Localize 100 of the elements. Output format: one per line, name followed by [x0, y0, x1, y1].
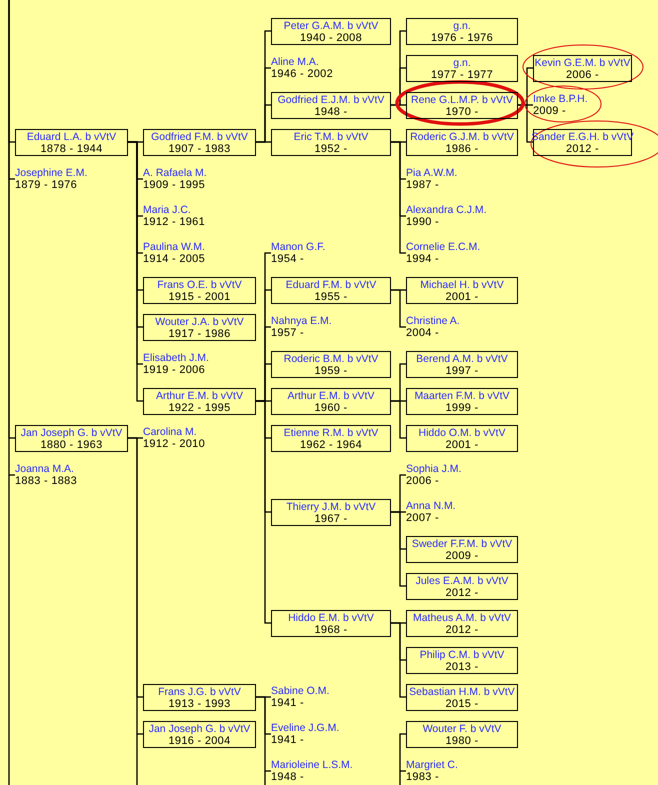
life-dates: 2012 - [446, 624, 478, 636]
person-box [533, 55, 632, 82]
person-name: Berend A.M. b vVtV [416, 352, 508, 364]
person-name: Carolina M. [143, 426, 197, 438]
life-dates: 2012 - [566, 142, 599, 154]
life-dates: 2012 - [446, 586, 478, 598]
life-dates: 1919 - 2006 [143, 364, 206, 376]
person-name: Hiddo O.M. b vVtV [418, 426, 506, 438]
life-dates: 1879 - 1976 [15, 179, 78, 191]
person-box [271, 388, 391, 415]
life-dates: 1880 - 1963 [40, 438, 103, 450]
life-dates: 2009 - [446, 550, 478, 562]
person-box [15, 129, 128, 156]
life-dates: 1959 - [314, 364, 348, 376]
life-dates: 1917 - 1986 [168, 328, 231, 340]
person-box [406, 536, 518, 563]
person-box [143, 314, 256, 341]
tree-connector [391, 289, 406, 328]
person-box [406, 18, 518, 45]
person-box [143, 129, 256, 156]
tree-connector [391, 622, 406, 698]
person-name: Eduard F.M. b vVtV [286, 278, 376, 290]
person-box [271, 92, 391, 119]
person-name: Sebastian H.M. b vVtV [409, 686, 515, 698]
person-name: A. Rafaela M. [143, 167, 207, 179]
person-name: Sabine O.M. [271, 685, 330, 697]
person-name: Wouter J.A. b vVtV [155, 316, 244, 328]
person-name: Hiddo E.M. b vVtV [288, 612, 374, 624]
person-name: Sweder F.F.M. b vVtV [412, 538, 512, 550]
life-dates: 1986 - [446, 142, 478, 154]
life-dates: 1948 - [314, 106, 348, 118]
person-box [271, 129, 391, 156]
person-name: Jules E.A.M. b vVtV [416, 574, 508, 586]
life-dates: 2006 - [566, 68, 599, 80]
life-dates: 1907 - 1983 [168, 142, 231, 154]
person-box [406, 425, 518, 452]
life-dates: 1941 - [271, 734, 304, 746]
life-dates: 1915 - 2001 [168, 290, 231, 302]
person-box [406, 92, 518, 119]
person-box [271, 18, 391, 45]
person-box [143, 388, 256, 415]
person-name: Alexandra C.J.M. [406, 204, 487, 216]
person-box [406, 684, 518, 711]
tree-connector [399, 733, 406, 772]
person-name: Sophia J.M. [406, 463, 462, 475]
person-name: Eveline J.G.M. [271, 722, 340, 734]
person-name: Maarten F.M. b vVtV [414, 390, 510, 402]
life-dates: 1962 - 1964 [300, 438, 362, 450]
tree-connector [391, 400, 406, 439]
person-name: Josephine E.M. [15, 167, 88, 179]
person-name: Aline M.A. [271, 56, 319, 68]
person-name: Jan Joseph G. b vVtV [20, 426, 122, 438]
person-name: Christine A. [406, 315, 460, 327]
tree-connector [256, 400, 271, 624]
person-box [406, 610, 518, 637]
person-name: Imke B.P.H. [533, 93, 588, 105]
person-box [406, 388, 518, 415]
life-dates: 2001 - [446, 438, 478, 450]
life-dates: 1976 - 1976 [430, 32, 494, 44]
person-name: Michael H. b vVtV [420, 278, 504, 290]
life-dates: 2006 - [406, 475, 439, 487]
person-name: Eric T.M. b vVtV [294, 130, 368, 142]
person-name: Etienne R.M. b vVtV [284, 426, 378, 438]
life-dates: 1987 - [406, 179, 439, 191]
tree-connector [256, 141, 271, 143]
person-name: Margriet C. [406, 759, 458, 771]
life-dates: 2013 - [446, 660, 478, 672]
person-name: Rene G.L.M.P. b vVtV [411, 94, 513, 106]
life-dates: 1914 - 2005 [143, 253, 206, 265]
person-name: Roderic B.M. b vVtV [284, 352, 378, 364]
life-dates: 1952 - [314, 142, 348, 154]
life-dates: 1912 - 2010 [143, 438, 206, 450]
person-box [143, 684, 256, 711]
person-box [143, 277, 256, 304]
person-name: Anna N.M. [406, 500, 456, 512]
life-dates: 1948 - [271, 771, 304, 783]
person-box [271, 277, 391, 304]
person-name: Arthur E.M. b vVtV [288, 390, 374, 402]
person-name: Philip C.M. b vVtV [420, 648, 504, 660]
person-box [406, 647, 518, 674]
life-dates: 2015 - [446, 698, 478, 710]
person-name: Godfried E.J.M. b vVtV [278, 94, 384, 106]
person-box [271, 425, 391, 452]
life-dates: 1940 - 2008 [300, 32, 362, 44]
tree-connector [391, 141, 406, 254]
person-name: Godfried F.M. b vVtV [151, 130, 248, 142]
life-dates: 1970 - [446, 106, 478, 118]
life-dates: 1916 - 2004 [168, 734, 231, 746]
person-name: Kevin G.E.M. b vVtV [534, 56, 630, 68]
person-box [406, 573, 518, 600]
person-name: Manon G.F. [271, 241, 326, 253]
life-dates: 1913 - 1993 [168, 698, 231, 710]
person-name: Wouter F. b vVtV [422, 722, 502, 734]
life-dates: 1957 - [271, 327, 304, 339]
life-dates: 2004 - [406, 327, 439, 339]
person-name: Maria J.C. [143, 204, 191, 216]
life-dates: 2001 - [446, 290, 478, 302]
person-box [271, 351, 391, 378]
person-name: Marioleine L.S.M. [271, 759, 353, 771]
person-name: Roderic G.J.M. b vVtV [410, 130, 514, 142]
